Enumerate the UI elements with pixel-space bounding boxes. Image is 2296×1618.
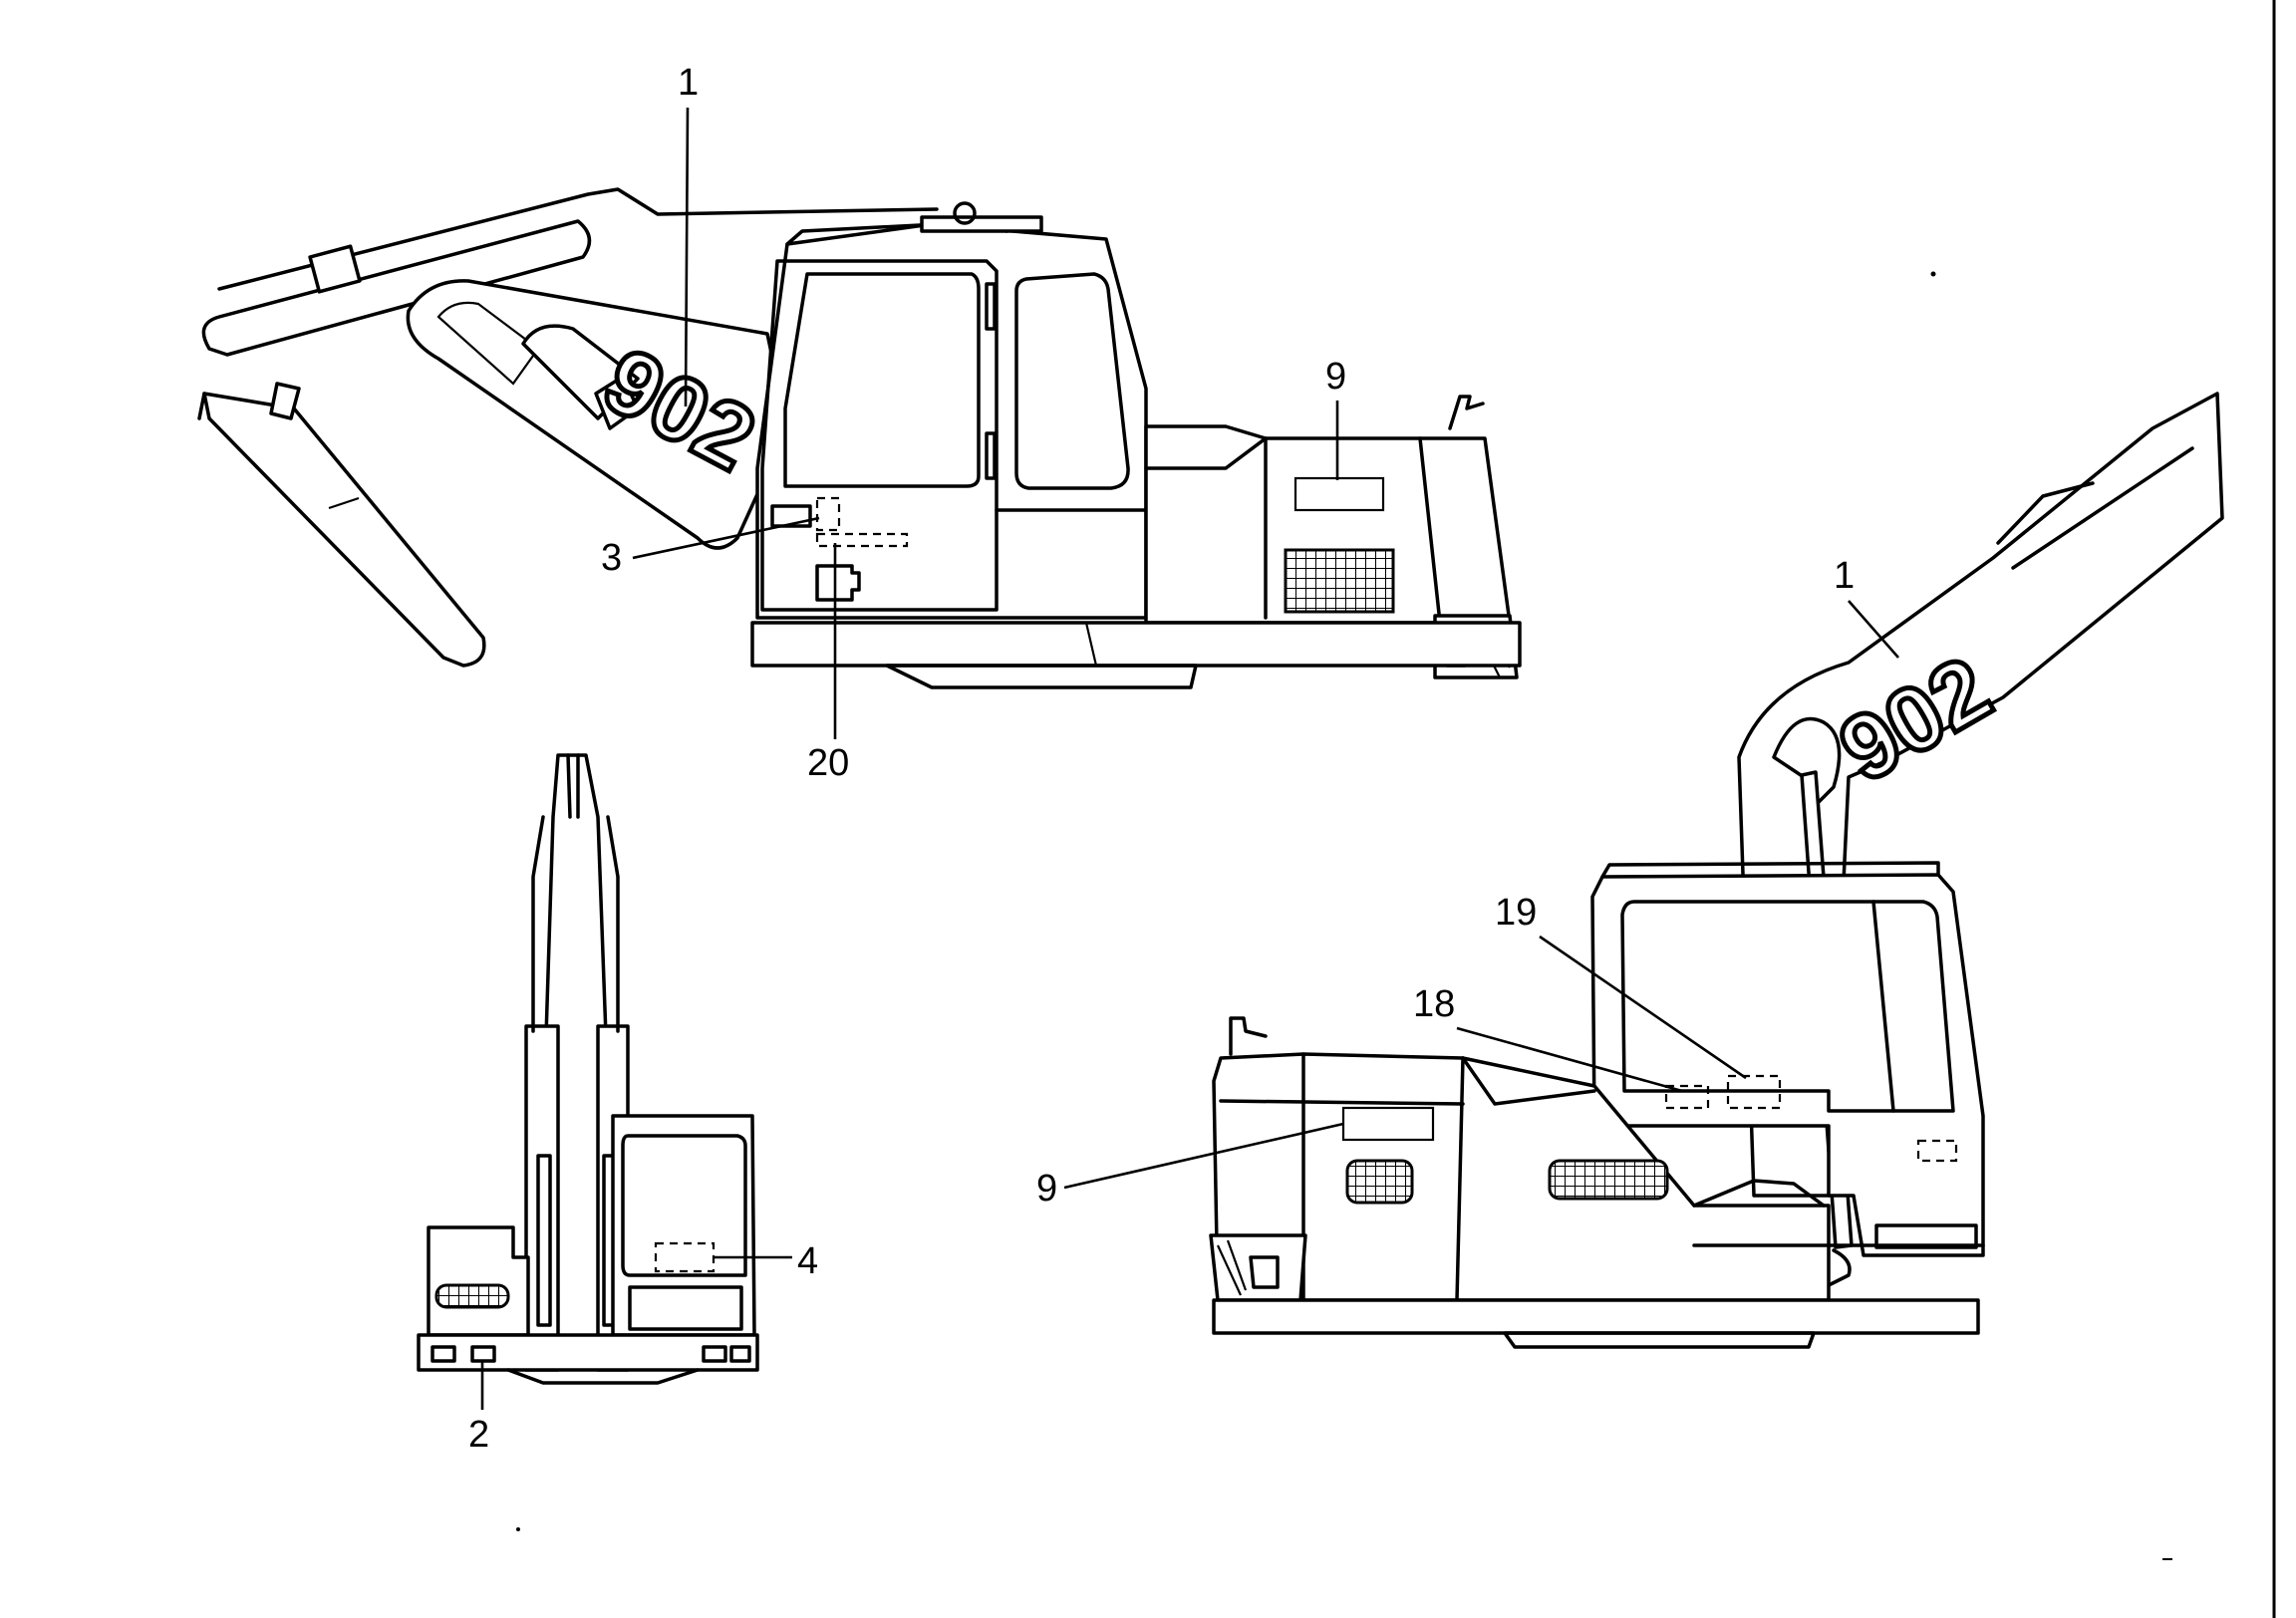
callout-19-cab-decal: 19 xyxy=(1495,892,1537,934)
callout-9-hood-decal: 9 xyxy=(1325,356,1346,398)
excavator-front-view xyxy=(417,753,759,1385)
callout-2-base-decal: 2 xyxy=(468,1414,489,1456)
callout-1-boom-logo: 1 xyxy=(678,62,699,104)
callout-4-cab-front-decal: 4 xyxy=(797,1240,818,1282)
callout-1-boom-logo-right: 1 xyxy=(1834,555,1855,597)
excavator-side-view-right: 902 xyxy=(1209,392,2224,1349)
callout-3-cab-decal: 3 xyxy=(601,537,622,579)
callout-20-door-decal: 20 xyxy=(807,742,849,784)
callouts-side-view-right: 1 19 18 9 xyxy=(1036,555,1899,1210)
callouts-side-view-left: 1 3 9 20 xyxy=(601,62,1346,784)
callout-18-cab-decal: 18 xyxy=(1413,983,1455,1025)
excavator-side-view-left: 902 xyxy=(197,187,1522,689)
callouts-front-view: 4 2 xyxy=(468,1240,818,1456)
callout-9-hood-decal-right: 9 xyxy=(1036,1168,1057,1210)
